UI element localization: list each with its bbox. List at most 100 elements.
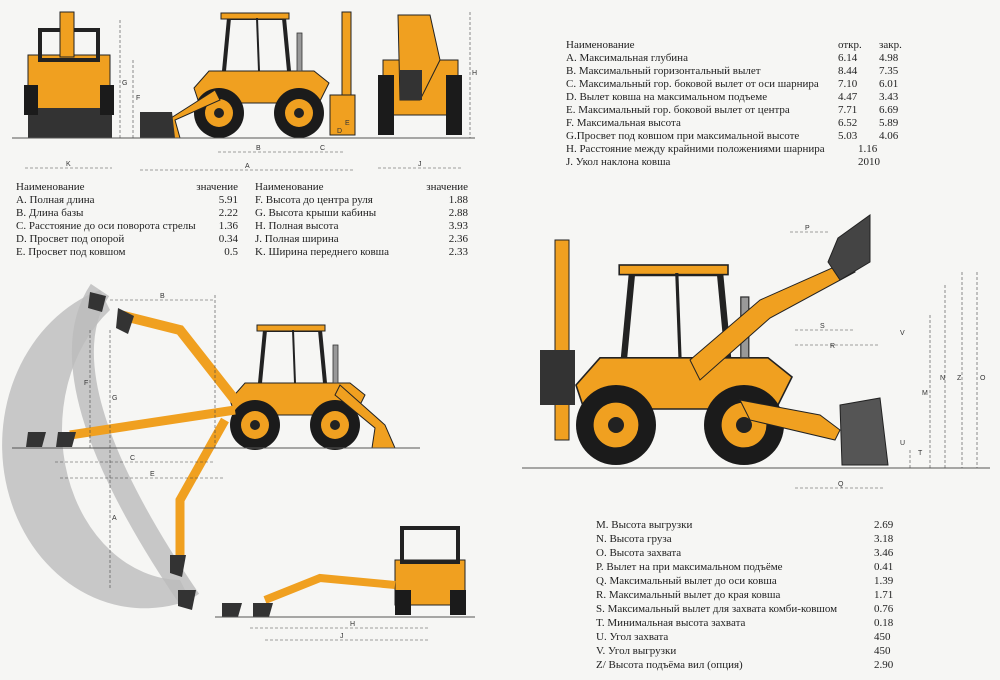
svg-text:R: R	[830, 343, 835, 350]
row-name: J. Полная ширина	[255, 233, 339, 245]
table-row: J. Полная ширина 2.36	[255, 233, 468, 246]
svg-text:E: E	[150, 471, 155, 478]
row-name: N. Высота груза	[596, 533, 672, 545]
row-closed: 6.69	[879, 104, 899, 116]
row-name: B. Максимальный горизонтальный вылет	[566, 65, 761, 77]
row-closed: 3.43	[879, 91, 899, 103]
row-name: Q. Максимальный вылет до оси ковша	[596, 575, 777, 587]
table-row: S. Максимальный вылет для захвата комби-…	[596, 602, 908, 616]
row-value: 450	[874, 631, 891, 643]
svg-text:Q: Q	[838, 481, 844, 488]
svg-text:V: V	[900, 330, 905, 337]
table-row: E. Максимальный гор. боковой вылет от це…	[566, 104, 906, 117]
row-name: A. Максимальная глубина	[566, 52, 688, 64]
table-row: D. Просвет под опорой 0.34	[16, 233, 238, 246]
rear-view-drawing	[378, 14, 462, 135]
row-value: 3.93	[448, 220, 468, 232]
table-row: G.Просвет под ковшом при максимальной вы…	[566, 130, 906, 143]
row-name: D. Просвет под опорой	[16, 233, 125, 245]
table-row: C. Максимальный гор. боковой вылет от ос…	[566, 78, 906, 91]
svg-text:P: P	[805, 225, 810, 232]
svg-text:F: F	[136, 95, 140, 102]
row-value: 0.34	[218, 233, 238, 245]
svg-text:C: C	[320, 145, 325, 152]
digging-specs-table: Наименование откр. закр. A. Максимальная…	[566, 39, 906, 169]
row-value: 0.18	[874, 617, 894, 629]
row-name: A. Полная длина	[16, 194, 95, 206]
svg-text:B: B	[256, 145, 261, 152]
row-name: P. Вылет на при максимальном подъёме	[596, 561, 783, 573]
row-name: R. Максимальный вылет до края ковша	[596, 589, 781, 601]
top-dimension-lines	[25, 12, 471, 171]
side-view-drawing	[140, 12, 356, 138]
row-open: 4.47	[838, 91, 858, 103]
row-single: 1.16	[858, 143, 878, 155]
row-name: G.Просвет под ковшом при максимальной вы…	[566, 130, 800, 142]
row-name: H. Расстояние между крайними положениями…	[566, 143, 825, 155]
table-header: Наименование значение	[255, 181, 468, 193]
dimensions-table-right: Наименование значение F. Высота до центр…	[255, 181, 468, 259]
svg-text:U: U	[900, 440, 905, 447]
table-header: Наименование откр. закр.	[566, 39, 902, 51]
svg-text:M: M	[922, 390, 928, 397]
row-name: H. Полная высота	[255, 220, 339, 232]
svg-text:G: G	[122, 80, 127, 87]
svg-text:A: A	[245, 163, 250, 170]
table-row: C. Расстояние до оси поворота стрелы 1.36	[16, 220, 238, 233]
svg-text:H: H	[350, 621, 355, 628]
row-name: E. Максимальный гор. боковой вылет от це…	[566, 104, 790, 116]
row-value: 2.36	[448, 233, 468, 245]
table-row: F. Высота до центра руля 1.88	[255, 194, 468, 207]
row-closed: 5.89	[879, 117, 899, 129]
svg-text:J: J	[418, 161, 422, 168]
row-name: C. Максимальный гор. боковой вылет от ос…	[566, 78, 819, 90]
svg-text:F: F	[84, 380, 88, 387]
row-name: C. Расстояние до оси поворота стрелы	[16, 220, 196, 232]
front-view-drawing	[24, 11, 114, 138]
row-name: O. Высота захвата	[596, 547, 682, 559]
row-value: 2.69	[874, 519, 894, 531]
row-value: 0.5	[224, 246, 238, 258]
reach-diagram: B F G C E A	[2, 283, 420, 610]
svg-text:D: D	[337, 128, 342, 135]
row-value: 2.22	[218, 207, 238, 219]
row-name: M. Высота выгрузки	[596, 519, 693, 531]
row-name: J. Укол наклона ковша	[566, 156, 671, 168]
svg-text:H: H	[472, 70, 477, 77]
side-reach-diagram: H J	[215, 526, 475, 641]
row-name: B. Длина базы	[16, 207, 84, 219]
row-open: 8.44	[838, 65, 858, 77]
svg-text:N: N	[940, 375, 945, 382]
svg-text:A: A	[112, 515, 117, 522]
row-name: D. Вылет ковша на максимальном подъеме	[566, 91, 768, 103]
row-name: Z/ Высота подъёма вил (опция)	[596, 659, 743, 671]
row-value: 3.18	[874, 533, 894, 545]
svg-text:S: S	[820, 323, 825, 330]
row-closed: 7.35	[879, 65, 899, 77]
svg-text:C: C	[130, 455, 135, 462]
row-value: 1.88	[448, 194, 468, 206]
row-name: F. Максимальная высота	[566, 117, 681, 129]
row-name: F. Высота до центра руля	[255, 194, 373, 206]
row-open: 7.10	[838, 78, 858, 90]
row-name: G. Высота крыши кабины	[255, 207, 377, 219]
row-value: 1.36	[218, 220, 238, 232]
svg-text:T: T	[918, 450, 923, 457]
row-name: E. Просвет под ковшом	[16, 246, 126, 258]
row-closed: 4.06	[879, 130, 899, 142]
row-value: 1.71	[874, 589, 894, 601]
row-closed: 4.98	[879, 52, 899, 64]
svg-text:J: J	[340, 633, 344, 640]
svg-text:E: E	[345, 120, 350, 127]
